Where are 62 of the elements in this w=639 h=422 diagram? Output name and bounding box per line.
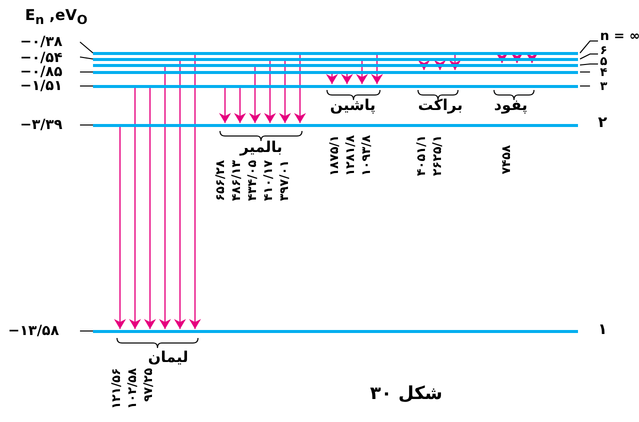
wavelength-value: ۹۷/۲۵ <box>142 368 154 402</box>
energy-level-line <box>93 85 578 88</box>
wavelength-value: ۴۸۶/۱۳ <box>230 160 242 202</box>
transition-arrow <box>496 53 508 63</box>
transition-arrow <box>356 61 368 84</box>
wavelength-value: ۴۰۵۱/۱ <box>415 135 427 176</box>
wavelength-value: ۶۵۶/۲۸ <box>214 160 226 202</box>
series-name: لیمان <box>148 350 188 365</box>
wavelength-value: ۳۹۷/۰۱ <box>278 160 290 202</box>
energy-value: −۱۳/۵۸ <box>8 324 60 338</box>
transition-arrow <box>144 88 156 329</box>
level-number: ۳ <box>600 80 608 92</box>
figure-caption: شکل ۳۰ <box>370 385 442 403</box>
transition-arrow <box>219 88 231 123</box>
series-name: پاشین <box>330 98 376 113</box>
transition-arrow <box>279 61 291 123</box>
transition-arrow <box>434 60 446 70</box>
level-number: ۱ <box>598 322 608 337</box>
transition-arrow <box>249 67 261 123</box>
energy-level-line <box>93 64 578 67</box>
energy-level-line <box>93 124 578 127</box>
level-number: ۵ <box>600 55 608 67</box>
transition-arrow <box>449 55 461 70</box>
wavelength-value: ۲۶۲۵/۱ <box>431 135 443 176</box>
wavelength-value: ۱۲۱/۵۶ <box>110 368 122 410</box>
transition-arrow <box>189 55 201 329</box>
wavelength-value: ۱۲۸۱/۸ <box>344 135 356 176</box>
level-number: ۴ <box>600 66 608 78</box>
wavelength-value: ۱۸۷۵/۱ <box>328 135 340 176</box>
transition-arrow <box>326 74 338 84</box>
wavelength-value: ۴۳۴/۰۵ <box>246 160 258 202</box>
wavelength-value: ۷۴۵۸ <box>500 145 512 174</box>
transition-arrow <box>526 53 538 63</box>
energy-level-line <box>93 330 578 333</box>
energy-value: −۰/۳۸ <box>20 35 62 49</box>
level-number: ۲ <box>598 115 608 130</box>
wavelength-value: ۱۰۹۳/۸ <box>360 135 372 176</box>
energy-value: −۰/۸۵ <box>20 65 62 79</box>
transition-arrow <box>174 61 186 329</box>
level-number: n = ∞ <box>600 30 639 43</box>
transition-arrow <box>234 88 246 123</box>
energy-level-line <box>93 71 578 74</box>
energy-value: −۰/۵۴ <box>20 51 62 65</box>
transition-arrow <box>294 55 306 123</box>
energy-value: −۱/۵۱ <box>20 79 62 93</box>
energy-value: −۳/۳۹ <box>20 118 62 132</box>
wavelength-value: ۴۱۰/۱۷ <box>262 160 274 202</box>
transition-arrow <box>129 88 141 329</box>
transition-arrow <box>511 53 523 63</box>
series-name: براکت <box>418 98 463 113</box>
series-name: پفود <box>494 98 528 113</box>
wavelength-value: ۱۰۲/۵۸ <box>126 368 138 410</box>
energy-level-line <box>93 52 578 55</box>
transition-arrow <box>114 127 126 329</box>
transition-arrow <box>159 67 171 329</box>
transition-arrow <box>341 74 353 84</box>
level-number: ۶ <box>600 44 608 56</box>
energy-level-line <box>93 58 578 61</box>
transition-arrow <box>418 60 430 70</box>
axis-label: E$_{n}$ ,eV$_{O}$ <box>25 8 88 26</box>
transition-arrow <box>371 55 383 84</box>
transition-arrow <box>264 61 276 123</box>
